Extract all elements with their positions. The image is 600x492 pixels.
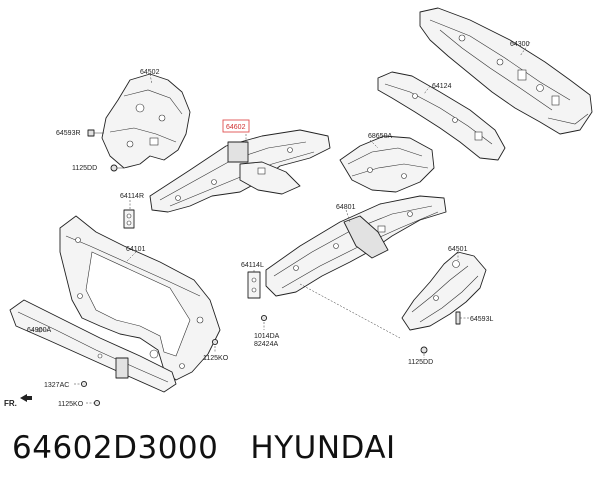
nut-1327ac [80,380,88,388]
label-64114l: 64114L [241,262,264,269]
label-64801: 64801 [336,204,356,211]
label-1125ko-mid: 1125KO [203,355,229,362]
bolt-1125dd-top [110,164,124,172]
clip-64593r [87,129,104,137]
label-64501: 64501 [448,246,468,253]
label-1125dd-top: 1125DD [72,165,97,172]
side-member-rh-64602 [149,129,331,213]
label-64502: 64502 [140,69,160,76]
clip-64593l [455,311,461,325]
label-64300: 64300 [510,41,530,48]
carrier-64101 [59,215,221,381]
parts-diagram: 64300 64502 64124 64593R 64602 68650A 11… [4,7,593,408]
beam-64900a [9,299,177,393]
label-1125dd-bottom: 1125DD [408,359,433,366]
label-1014da: 1014DA [254,333,280,340]
highlight-box-64602 [222,119,250,133]
label-64101: 64101 [126,246,146,253]
label-64602: 64602 [226,124,246,131]
apron-rh-64502 [101,73,191,169]
front-direction-indicator: FR. [4,394,32,408]
bolt-1125ko-bottom [93,399,101,407]
label-1125ko-bottom: 1125KO [58,401,84,408]
bracket-64114l [247,271,261,299]
bracket-64114r [123,209,135,229]
apron-lh-64501 [401,251,487,331]
label-64114r: 64114R [120,193,144,200]
label-1327ac: 1327AC [44,382,69,389]
bolt-1125ko-mid [211,338,219,346]
brand-name: HYUNDAI [250,430,396,466]
part-number: 64602D3000 [12,430,219,466]
side-member-lh-64801 [265,195,447,297]
leader-lines [30,41,531,404]
dash-panel-64300 [419,7,593,135]
panel-68650a [339,135,435,193]
label-64593r: 64593R [56,130,81,137]
fr-label: FR. [4,399,17,408]
label-64900a: 64900A [27,327,51,334]
label-64124: 64124 [432,83,452,90]
part-labels: 64300 64502 64124 64593R 64602 68650A 11… [27,41,530,408]
label-82424a: 82424A [254,341,278,348]
part-caption: 64602D3000 HYUNDAI [12,430,396,466]
cross-member-64124 [377,71,506,161]
fr-arrow-icon [20,394,32,402]
label-64593l: 64593L [470,316,493,323]
bolt-1125dd-bottom [420,346,428,354]
label-68650a: 68650A [368,133,392,140]
screw-1014da [260,314,268,322]
